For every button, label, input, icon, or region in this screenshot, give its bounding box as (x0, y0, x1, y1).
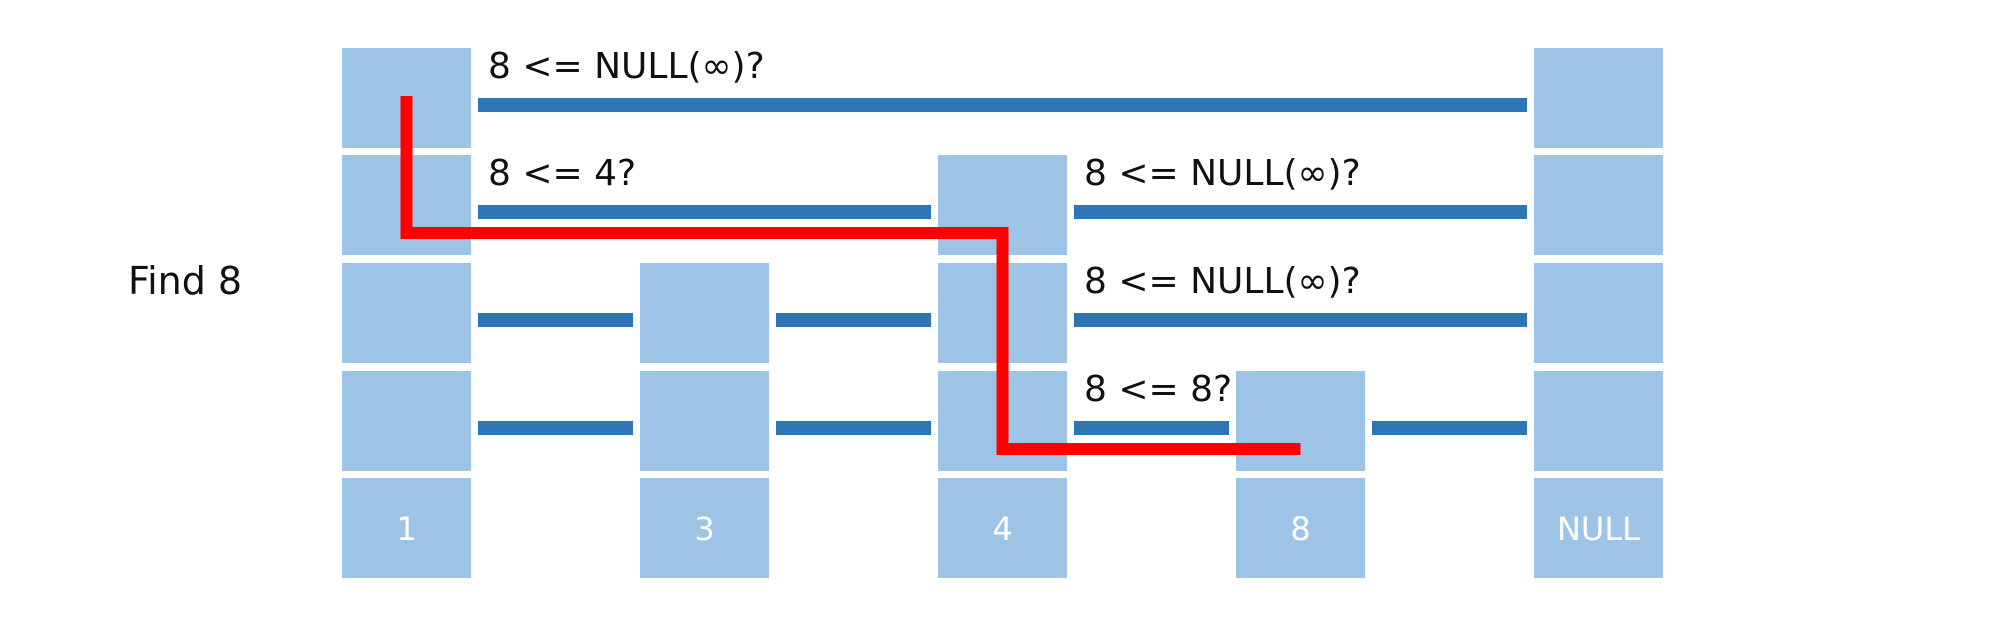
level-cell (342, 263, 471, 363)
key-label: 3 (694, 510, 714, 548)
key-cell-1 (342, 478, 471, 578)
link-bar (1372, 421, 1527, 435)
level-cell (1534, 48, 1663, 148)
key-cell-3 (640, 478, 769, 578)
link-bar (478, 421, 633, 435)
key-cell-8 (1236, 478, 1365, 578)
link-bar (478, 205, 931, 219)
level-cell (640, 371, 769, 471)
level-cell (1534, 155, 1663, 255)
level-cell (342, 371, 471, 471)
link-bar (776, 313, 931, 327)
level-cell (1236, 371, 1365, 471)
link-bar (478, 313, 633, 327)
link-bar (1074, 205, 1527, 219)
level-cell (640, 263, 769, 363)
search-path (400, 96, 1301, 455)
key-label: 8 (1290, 510, 1310, 548)
comparison-label: 8 <= NULL(∞)? (1084, 153, 1361, 194)
search-path-layer (400, 96, 1301, 455)
link-bar (1074, 421, 1229, 435)
key-cell-null (1534, 478, 1663, 578)
link-bar (776, 421, 931, 435)
level-cell (1534, 371, 1663, 471)
labels-layer: 8 <= NULL(∞)? 8 <= 4? 8 <= NULL(∞)? 8 <= NU… (488, 46, 1361, 410)
key-cell-4 (938, 478, 1067, 578)
comparison-label: 8 <= NULL(∞)? (488, 46, 765, 87)
comparison-label: 8 <= 4? (488, 153, 636, 194)
key-label: 1 (396, 510, 416, 548)
key-label: NULL (1557, 510, 1640, 548)
key-label: 4 (992, 510, 1012, 548)
level-cell (1534, 263, 1663, 363)
comparison-label: 8 <= NULL(∞)? (1084, 261, 1361, 302)
link-bar (478, 98, 1527, 112)
links-layer (478, 98, 1527, 435)
diagram-title: Find 8 (128, 259, 243, 303)
comparison-label: 8 <= 8? (1084, 369, 1232, 410)
link-bar (1074, 313, 1527, 327)
